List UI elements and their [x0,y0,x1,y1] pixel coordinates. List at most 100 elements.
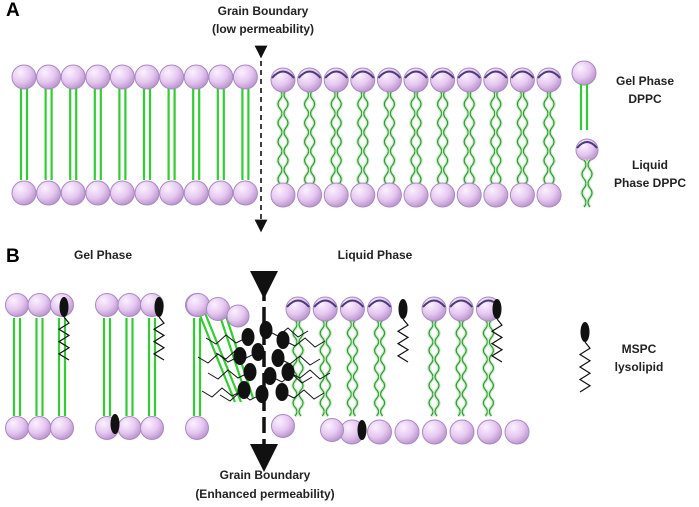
liquid-lipid-head-top [323,67,349,93]
mspc-lysolipid [396,299,410,363]
gel-lipid-tails [216,88,225,180]
liquid-lipid-tails [356,88,370,186]
gel-lipid-head-top [27,293,52,317]
liquid-lipid-head-top [339,296,365,322]
gel-lipid-tails [125,318,134,416]
legend-mspc-label-line2: lysolipid [614,360,664,374]
gel-splay-tail [201,307,243,403]
gel-lipid-head-bottom [85,180,111,206]
gel-lipid-head-bottom [36,180,62,206]
legend-gel-lipid-icon [571,60,597,86]
liquid-lipid-head-bottom [422,419,447,445]
liquid-lipid-head-bottom [483,182,509,208]
gel-lipid-head-bottom [27,416,52,440]
legend-mspc-label-line1: MSPC [621,342,657,356]
gel-lipid-tails [12,318,22,416]
gel-lipid-head-bottom [117,416,142,440]
liquid-lipid-tails [515,88,530,186]
liquid-lipid-head-bottom [350,182,376,208]
gel-lipid-head-bottom [134,180,160,206]
liquid-lipid-tails [462,88,476,186]
liquid-lipid-tails [409,88,423,186]
liquid-lipid-head-bottom [367,419,392,445]
liquid-lipid-head-bottom [449,419,475,445]
liquid-lipid-head-top [270,67,296,93]
gel-lipid-tails [118,88,127,180]
legend-gel-label-line1: Gel Phase [615,74,675,88]
boundary-a-title: Grain Boundary [217,4,309,18]
liquid-phase-label: Liquid Phase [337,248,413,262]
gel-lipid-head-top [60,64,86,90]
liquid-lipid-head-top [509,67,535,93]
gel-lipid-head-bottom [5,416,29,440]
liquid-lipid-head-bottom [320,418,344,442]
liquid-lipid-head-top [536,67,562,93]
gel-lipid-head-bottom [232,180,258,206]
gel-lipid-tails [147,318,157,416]
gel-lipid-head-top [95,293,119,317]
liquid-lipid-tails [542,88,556,186]
legend-mspc-icon [578,322,592,393]
liquid-lipid-head-bottom [403,182,429,208]
gel-lipid-head-top [232,64,258,90]
liquid-lipid-head-top [430,67,456,93]
gel-lipid-head-bottom [208,180,234,206]
gel-lipid-head-bottom [60,180,86,206]
liquid-lipid-tails [481,318,496,418]
gel-lipid-tails [57,318,67,416]
legend-liquid-lipid-icon [575,138,599,162]
gel-lipid-tails [69,88,78,180]
gel-lipid-head-top [85,64,111,90]
liquid-lipid-tails [454,318,468,418]
liquid-lipid-tails [382,88,397,186]
gel-lipid-head-top [134,64,160,90]
gel-lipid-head-top [226,304,250,328]
gel-lipid-head-top [36,64,62,90]
liquid-lipid-head-bottom [456,182,482,208]
gel-lipid-head-top [183,64,209,90]
liquid-lipid-head-bottom [509,182,535,208]
liquid-lipid-head-top [350,67,376,93]
mspc-lysolipid [357,420,367,440]
liquid-lipid-head-top [448,296,474,322]
liquid-lipid-tails [329,88,343,186]
legend-liquid-label-line2: Phase DPPC [613,176,687,190]
boundary-b-subtitle: (Enhanced permeability) [195,487,335,501]
boundary-a-subtitle: (low permeability) [211,22,315,36]
legend-gel-tails [579,84,589,130]
liquid-lipid-tails [372,318,387,418]
gel-lipid-head-bottom [11,180,37,206]
gel-lipid-head-top [159,64,185,90]
gel-lipid-tails [192,88,201,180]
gel-lipid-head-bottom [109,180,135,206]
liquid-lipid-tails [489,88,503,186]
legend-gel-label-line2: DPPC [628,92,662,106]
liquid-lipid-tails [427,318,441,418]
gel-lipid-tails [192,318,202,416]
liquid-lipid-head-top [285,296,311,322]
gel-lipid-head-top [109,64,135,90]
liquid-lipid-tails [345,318,360,418]
gel-lipid-tails [35,318,44,416]
liquid-lipid-head-top [483,67,509,93]
mspc-lysolipid [152,297,166,361]
liquid-lipid-head-top [367,296,393,322]
liquid-lipid-head-top [376,67,402,93]
gel-lipid-head-top [5,293,29,317]
gel-lipid-head-top [186,293,210,317]
liquid-lipid-head-bottom [271,414,295,438]
gel-lipid-tails [44,88,53,180]
liquid-lipid-head-bottom [536,182,562,208]
gel-lipid-tails [142,88,152,180]
gel-lipid-tails [19,88,29,180]
mspc-lysolipid [110,414,120,434]
gel-lipid-head-bottom [183,180,209,206]
liquid-lipid-head-top [403,67,429,93]
gel-lipid-tails [102,318,112,416]
gel-lipid-head-bottom [50,416,74,440]
liquid-lipid-tails [276,88,290,186]
gel-splay-tail [195,307,237,403]
gel-lipid-tails [241,88,250,180]
mspc-lysolipid [57,297,71,361]
